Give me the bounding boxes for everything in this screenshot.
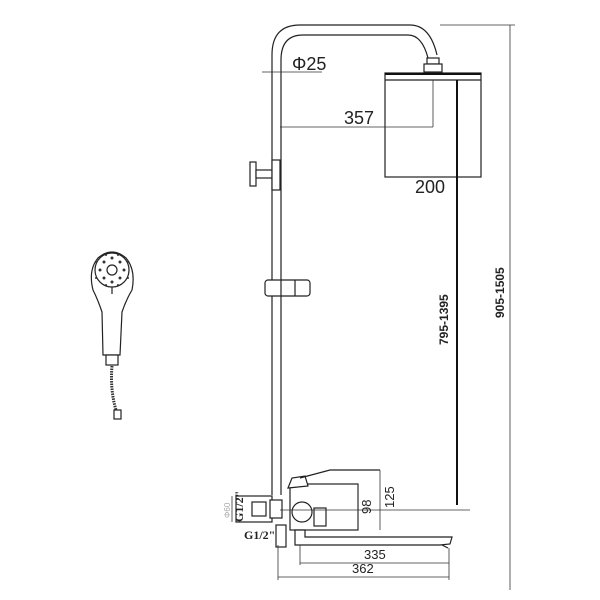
dimension-lines (231, 24, 515, 590)
head-width-label: 200 (415, 177, 445, 197)
spout-length-label: 335 (364, 547, 386, 562)
head-offset-label: 357 (344, 108, 374, 128)
head-height-label: 795-1395 (437, 294, 451, 345)
bath-mixer (235, 469, 453, 549)
riser-pipe (271, 24, 443, 495)
thread-vertical-label: G1/2" (232, 491, 246, 522)
total-height-label: 905-1505 (493, 267, 507, 318)
mixer-125-label: 125 (382, 486, 397, 508)
spout-reach-label: 362 (352, 561, 374, 576)
hand-shower-slider (264, 279, 311, 297)
hand-shower (90, 251, 134, 420)
eccentric-diameter-label: Φ60 (223, 502, 232, 518)
mixer-98-label: 98 (359, 500, 374, 514)
thread-horizontal-label: G1/2" (244, 528, 275, 542)
diverter-knob (249, 159, 281, 191)
pipe-diameter-label: Φ25 (292, 54, 326, 74)
